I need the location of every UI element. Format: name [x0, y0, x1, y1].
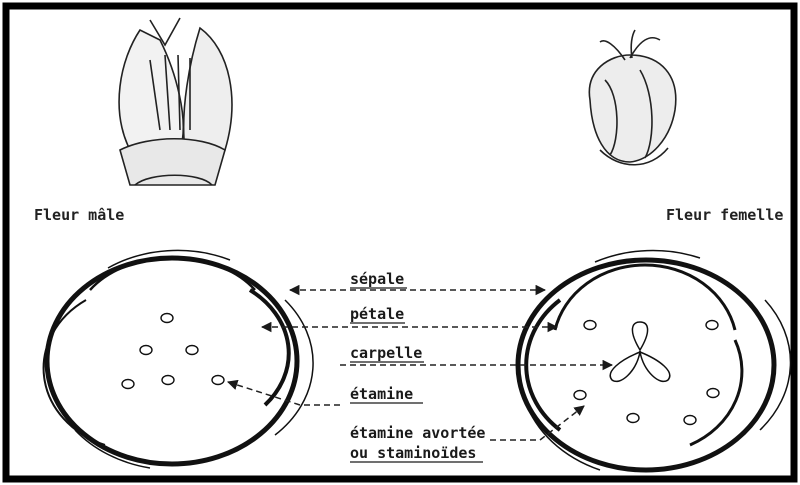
female-flower-caption: Fleur femelle — [666, 206, 783, 224]
staminode-label-line1: étamine avortée — [350, 424, 485, 442]
petal-label: pétale — [350, 305, 404, 323]
sepal-label: sépale — [350, 270, 404, 288]
stamen-label: étamine — [350, 385, 413, 403]
male-flower-caption: Fleur mâle — [34, 206, 124, 224]
carpel-label: carpelle — [350, 344, 422, 362]
staminode-label-line2: ou staminoïdes — [350, 444, 476, 462]
